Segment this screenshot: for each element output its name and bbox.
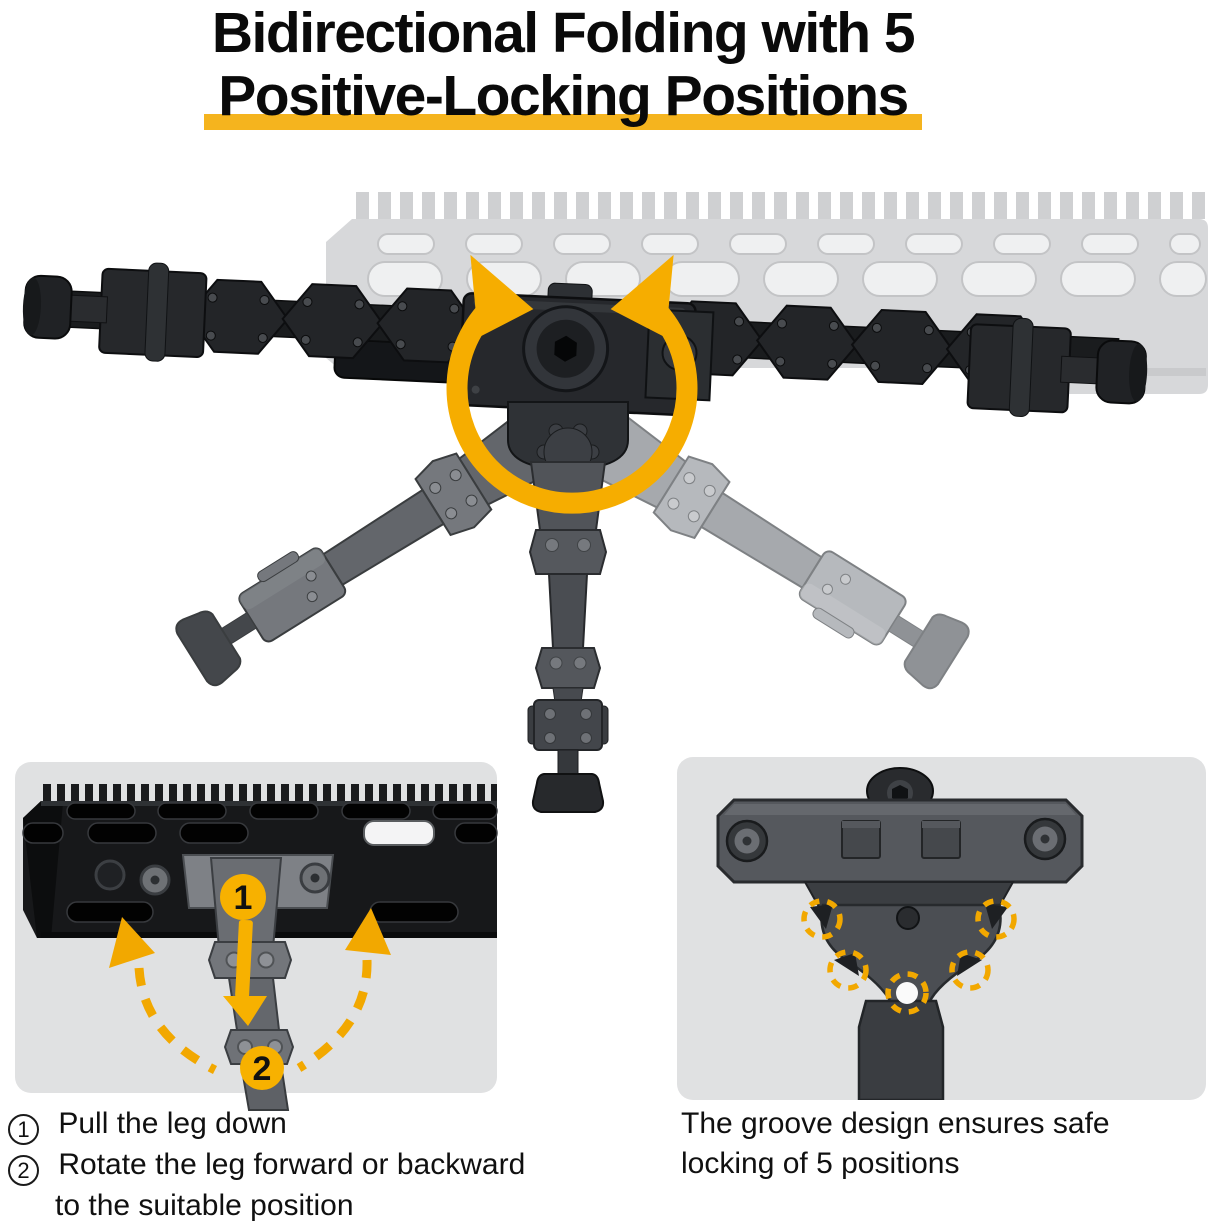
groove-note-line-2: locking of 5 positions bbox=[681, 1147, 960, 1180]
groove-pivot-plate bbox=[803, 881, 1015, 1100]
step-1-badge-icon bbox=[220, 874, 266, 920]
dashed-arc-arrowhead-right-icon bbox=[345, 908, 391, 955]
bidirectional-rotation-arc-icon bbox=[446, 254, 698, 514]
groove-position-circle-icon bbox=[801, 898, 843, 940]
center-leg bbox=[507, 401, 629, 813]
circled-step-1: 1 bbox=[8, 1114, 39, 1145]
picatinny-teeth bbox=[352, 192, 1206, 219]
bipod-leg-closeup bbox=[857, 999, 945, 1100]
circled-step-2: 2 bbox=[8, 1155, 39, 1186]
step-2-number: 2 bbox=[253, 1050, 272, 1088]
groove-position-circle-icon bbox=[885, 971, 929, 1015]
bipod-folding-diagram bbox=[22, 192, 1208, 813]
fold-steps-caption: 1 Pull the leg down 2 Rotate the leg for… bbox=[8, 1104, 668, 1222]
step-1-text: Pull the leg down bbox=[58, 1107, 287, 1140]
arrowhead-up-right-icon bbox=[610, 254, 674, 338]
groove-position-circle-icon bbox=[975, 898, 1017, 940]
fold-steps-closeup: 1 2 bbox=[22, 784, 498, 1111]
folded-foot-right bbox=[966, 317, 1148, 417]
dashed-rotate-back-arrow-icon bbox=[134, 967, 218, 1075]
ghost-leg-right bbox=[570, 401, 974, 694]
step-2-text-line-1: Rotate the leg forward or backward bbox=[58, 1148, 526, 1181]
folded-foot-left bbox=[22, 262, 208, 362]
groove-position-circles bbox=[801, 898, 1017, 1015]
dashed-arc-arrowhead-left-icon bbox=[109, 917, 155, 968]
title-line-1: Bidirectional Folding with 5 bbox=[211, 1, 916, 65]
page-title: Bidirectional Folding with 5 Positive-Lo… bbox=[0, 2, 1214, 130]
step-2-text-line-2: to the suitable position bbox=[55, 1189, 354, 1222]
groove-design-caption: The groove design ensures safe locking o… bbox=[681, 1104, 1214, 1184]
title-line-2-underlined: Positive-Locking Positions bbox=[204, 65, 921, 130]
groove-position-circle-icon bbox=[949, 949, 991, 991]
groove-design-inset-panel bbox=[677, 757, 1206, 1100]
groove-position-circle-icon bbox=[827, 949, 869, 991]
pull-down-arrow-icon bbox=[235, 919, 253, 999]
dashed-rotate-forward-arrow-icon bbox=[296, 959, 372, 1072]
step-1-number: 1 bbox=[234, 879, 253, 917]
groove-note-line-1: The groove design ensures safe bbox=[681, 1107, 1110, 1140]
hex-socket-icon bbox=[892, 785, 908, 802]
arrowhead-up-left-icon bbox=[470, 254, 534, 338]
fold-steps-inset-panel: 1 2 bbox=[15, 762, 498, 1111]
step-2-badge-icon bbox=[240, 1046, 284, 1090]
step-annotations: 1 2 bbox=[109, 874, 391, 1090]
hex-socket-icon bbox=[554, 335, 577, 362]
mlok-slots-row-upper bbox=[377, 233, 1201, 255]
groove-closeup bbox=[716, 767, 1084, 1100]
mlok-rail-bar bbox=[716, 767, 1084, 884]
rubber-foot bbox=[531, 773, 605, 813]
